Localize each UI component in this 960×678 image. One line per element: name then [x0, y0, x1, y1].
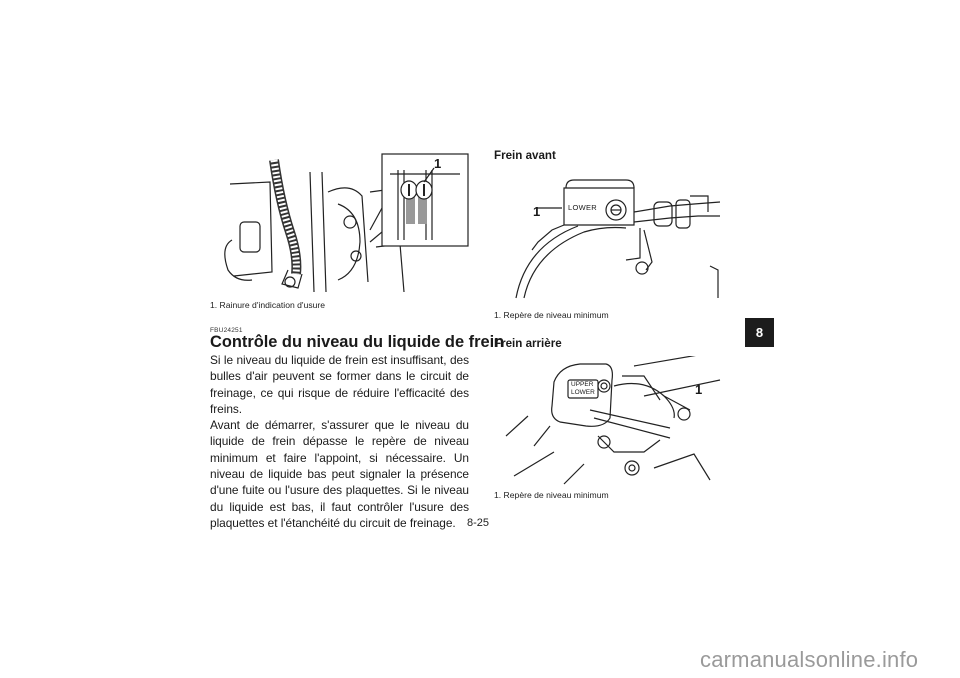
section-body: Si le niveau du liquide de frein est ins… [210, 352, 469, 531]
brake-pad-illustration: 1 [210, 152, 472, 294]
rear-lower-label: LOWER [571, 389, 595, 396]
rear-callout-number: 1 [695, 382, 703, 397]
rear-upper-label: UPPER [571, 381, 594, 388]
pad-callout-number: 1 [434, 156, 442, 171]
paragraph-2: Avant de démarrer, s'assurer que le nive… [210, 418, 469, 530]
paragraph-1: Si le niveau du liquide de frein est ins… [210, 353, 469, 416]
watermark-text: carmanualsonline.info [700, 647, 919, 672]
rear-brake-title: Frein arrière [494, 337, 562, 350]
page-number: 8-25 [467, 517, 490, 529]
pad-figure-caption: 1. Rainure d'indication d'usure [210, 300, 326, 310]
rear-figure-caption: 1. Repère de niveau minimum [494, 490, 609, 500]
section-code: FBU24251 [210, 327, 243, 334]
section-heading: Contrôle du niveau du liquide de frein [210, 333, 505, 351]
front-brake-title: Frein avant [494, 149, 556, 162]
front-callout-number: 1 [533, 204, 541, 219]
rear-brake-illustration: UPPER LOWER 1 [494, 356, 722, 486]
front-brake-illustration: 1 LOWER [494, 170, 722, 300]
front-figure-caption: 1. Repère de niveau minimum [494, 310, 609, 320]
reservoir-lower-label: LOWER [568, 203, 598, 212]
chapter-tab: 8 [745, 318, 774, 347]
